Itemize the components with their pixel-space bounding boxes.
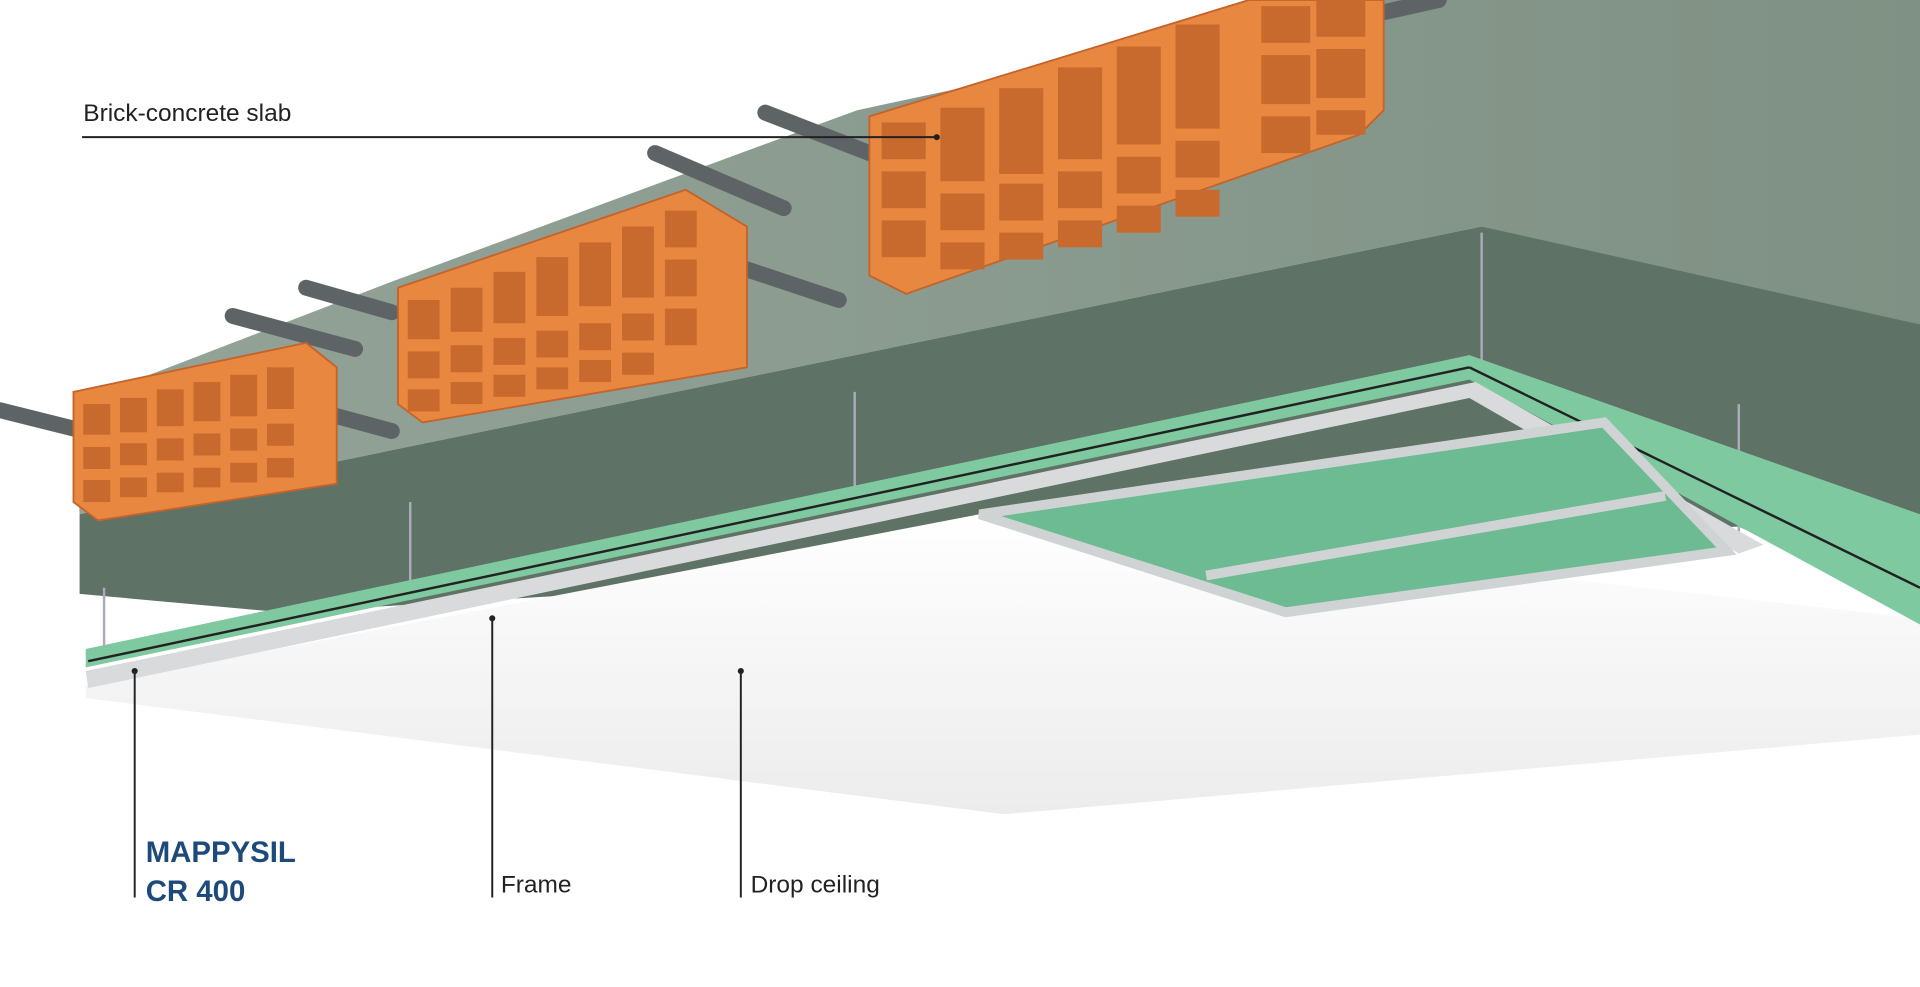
label-drop-ceiling: Drop ceiling	[751, 872, 880, 899]
green-panel-opening	[978, 417, 1737, 618]
leader-lines	[82, 136, 937, 898]
brick-block-2	[397, 188, 748, 424]
brick-block-1	[72, 341, 338, 522]
label-product-code: CR 400	[146, 875, 246, 908]
label-frame: Frame	[501, 872, 572, 899]
label-brick-concrete-slab: Brick-concrete slab	[83, 100, 291, 127]
brick-block-3	[868, 0, 1385, 295]
label-product-name: MAPPYSIL	[146, 836, 296, 869]
